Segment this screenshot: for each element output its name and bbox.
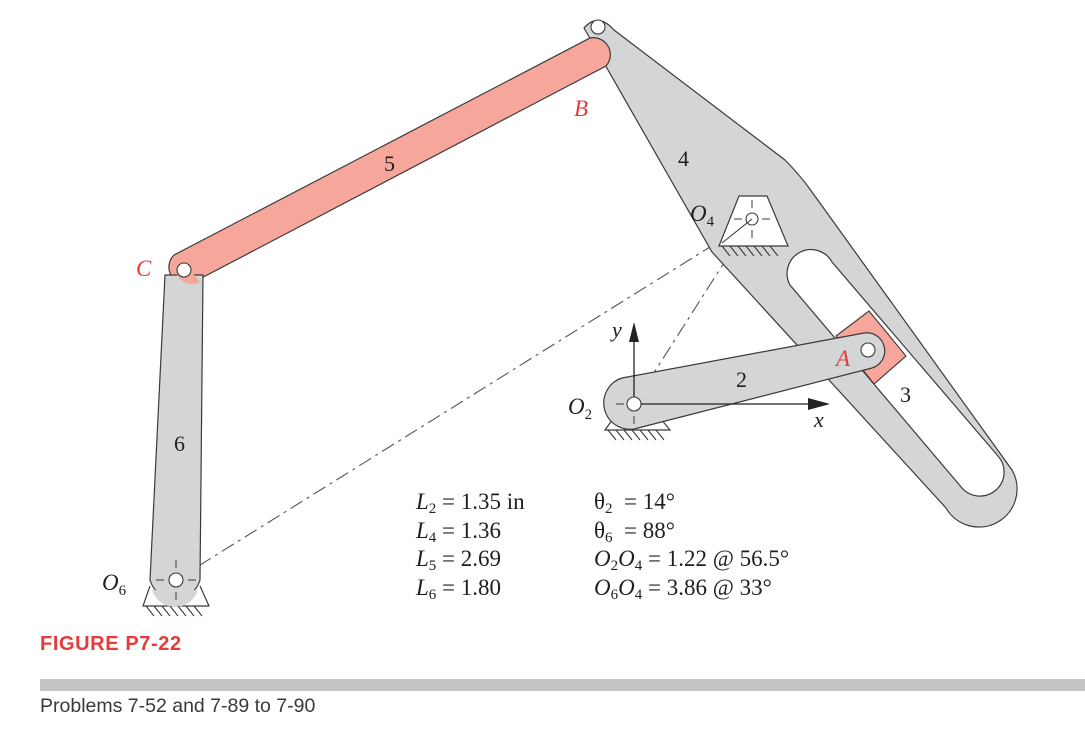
y-axis-arrow — [629, 322, 639, 342]
ground-o6-hatch — [145, 605, 203, 617]
ground-o6 — [142, 560, 210, 617]
pin-c — [176, 262, 192, 278]
param-theta2: θ2 = 14° — [594, 489, 675, 517]
parameters-angles: θ2 = 14° θ6 = 88° O2O4 = 1.22 @ 56.5° O6… — [594, 488, 789, 602]
pivot-label-o2: O2 — [568, 394, 592, 423]
figure-divider — [40, 679, 1085, 691]
pivot-o2-pin — [626, 396, 642, 412]
ground-o2-hatch — [607, 429, 665, 441]
param-l5: L5 = 2.69 — [416, 546, 502, 574]
param-o2o4: O2O4 = 1.22 @ 56.5° — [594, 546, 790, 574]
axis-label-y: y — [610, 317, 622, 342]
param-theta6: θ6 = 88° — [594, 517, 675, 546]
linkage-diagram: 2 3 4 5 6 x y A B C O2 O4 O6 — [102, 19, 1018, 617]
link-label-4: 4 — [678, 146, 689, 171]
link-2 — [603, 332, 886, 430]
pin-b — [590, 19, 606, 35]
pivot-o2-crosshair — [616, 403, 635, 424]
link-label-5: 5 — [384, 151, 395, 176]
pivot-o6-pin — [168, 572, 184, 588]
figure-title: FIGURE P7-22 — [40, 633, 182, 655]
link-4 — [583, 19, 1018, 528]
line-o6-o4 — [175, 221, 751, 581]
point-label-c: C — [136, 256, 152, 281]
link-5 — [168, 19, 611, 285]
pivot-label-o4: O4 — [690, 201, 715, 230]
param-l6: L6 = 1.80 — [416, 574, 502, 603]
link-5-body — [168, 37, 611, 285]
link-label-6: 6 — [174, 431, 185, 456]
point-label-b: B — [574, 96, 588, 121]
link-4-slot — [786, 249, 1005, 497]
ground-o4 — [718, 195, 789, 257]
parameters-lengths: L2 = 1.35 in L4 = 1.36 L5 = 2.69 L6 = 1.… — [416, 488, 525, 602]
pivot-o4-crosshair — [734, 200, 770, 238]
link-label-3: 3 — [900, 382, 911, 407]
pivot-label-o6: O6 — [102, 570, 127, 599]
figure-caption: Problems 7-52 and 7-89 to 7-90 — [40, 695, 316, 717]
ground-o4-hatch — [721, 245, 779, 257]
param-o6o4: O6O4 = 3.86 @ 33° — [594, 574, 772, 603]
pin-a — [860, 342, 876, 358]
pivot-o6-crosshair — [156, 560, 196, 600]
x-axis-arrow — [808, 398, 830, 410]
coordinate-axes — [629, 322, 830, 410]
param-l2: L2 = 1.35 in — [416, 489, 525, 517]
param-l4: L4 = 1.36 — [416, 517, 502, 546]
axis-label-x: x — [813, 407, 824, 432]
point-label-a: A — [834, 346, 851, 371]
link-label-2: 2 — [736, 367, 747, 392]
link-2-body — [603, 332, 886, 430]
